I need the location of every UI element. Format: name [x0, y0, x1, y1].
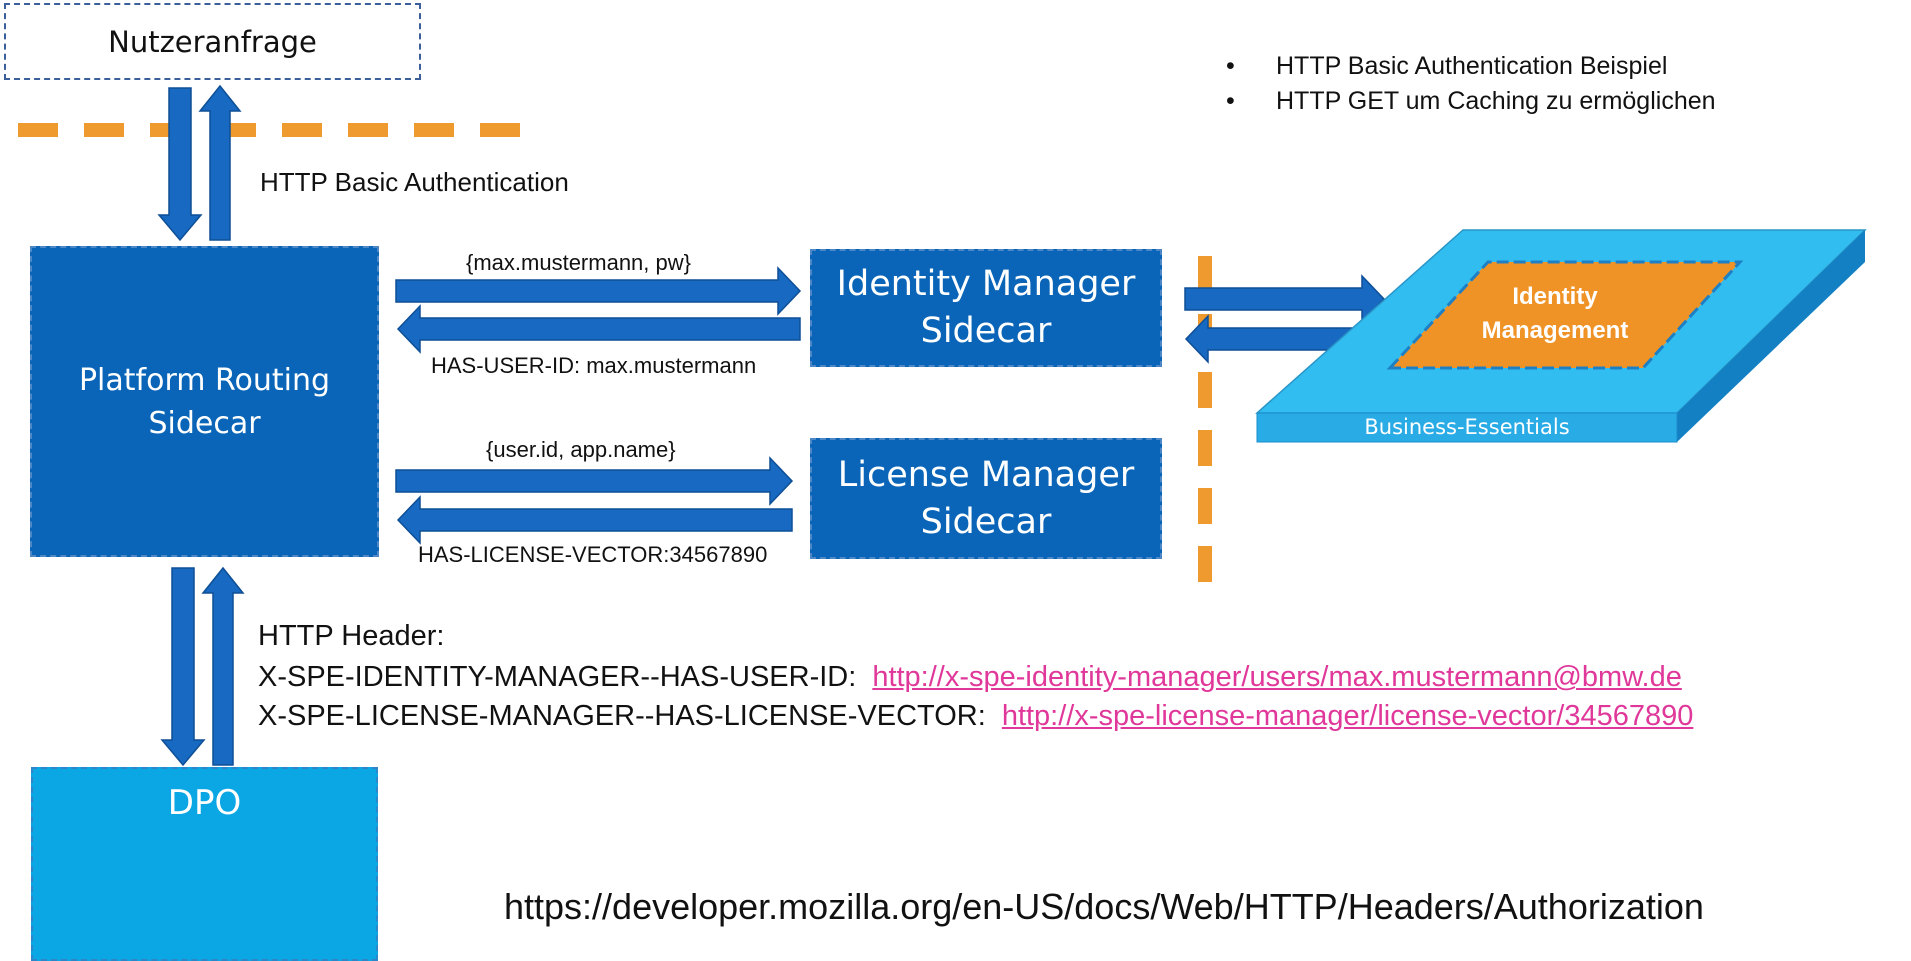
arrow-down-user-to-platform [157, 87, 203, 242]
arrow-left-identity-to-platform [396, 304, 801, 354]
platform-routing-label-2: Sidecar [148, 405, 261, 441]
license-manager-box: License Manager Sidecar [810, 438, 1162, 559]
license-manager-label-2: Sidecar [920, 501, 1052, 542]
user-request-box: Nutzeranfrage [4, 3, 421, 80]
arrow-right-identity-to-iam [1184, 274, 1386, 324]
edge-label-license-vector: HAS-LICENSE-VECTOR:34567890 [418, 542, 768, 567]
header-license-name: X-SPE-LICENSE-MANAGER--HAS-LICENSE-VECTO… [258, 700, 986, 732]
arrow-right-platform-to-identity [395, 266, 802, 316]
notes-list: •HTTP Basic Authentication Beispiel •HTT… [1226, 49, 1716, 119]
identity-manager-box: Identity Manager Sidecar [810, 249, 1162, 367]
header-identity-row: X-SPE-IDENTITY-MANAGER--HAS-USER-ID: http… [258, 661, 1682, 694]
header-identity-name: X-SPE-IDENTITY-MANAGER--HAS-USER-ID: [258, 661, 857, 693]
http-header-title: HTTP Header: [258, 620, 445, 652]
header-identity-link[interactable]: http://x-spe-identity-manager/users/max.… [872, 661, 1682, 693]
identity-management-line-2: Management [1481, 317, 1629, 344]
user-request-label: Nutzeranfrage [108, 24, 317, 59]
identity-management-line-1: Identity [1512, 283, 1598, 310]
arrow-right-platform-to-license [395, 456, 794, 506]
edge-label-basic-auth: HTTP Basic Authentication [260, 167, 569, 197]
license-manager-label-1: License Manager [837, 454, 1135, 495]
platform-routing-label-1: Platform Routing [78, 362, 331, 398]
identity-manager-label-1: Identity Manager [836, 264, 1136, 304]
business-essentials-label: Business-Essentials [1364, 415, 1570, 439]
dpo-box: DPO [31, 767, 378, 961]
arrow-left-license-to-platform [396, 495, 793, 545]
arrow-up-platform-to-user [198, 84, 242, 241]
reference-url[interactable]: https://developer.mozilla.org/en-US/docs… [504, 886, 1704, 927]
arrow-up-dpo-to-platform [201, 566, 245, 766]
edge-label-user-id: HAS-USER-ID: max.mustermann [431, 353, 757, 378]
platform-routing-box: Platform Routing Sidecar [30, 246, 379, 557]
dpo-label: DPO [167, 783, 242, 823]
platform-slab-side [1677, 230, 1865, 442]
note-item: •HTTP Basic Authentication Beispiel [1226, 52, 1668, 80]
edge-label-user-app: {user.id, app.name} [486, 437, 676, 462]
identity-manager-label-2: Sidecar [920, 311, 1052, 351]
identity-management-label: Identity Management [1460, 280, 1650, 348]
arrow-down-platform-to-dpo [160, 567, 206, 767]
platform-slab-front [1256, 412, 1678, 443]
edge-label-credentials: {max.mustermann, pw} [466, 250, 691, 275]
identity-management-shape [1386, 260, 1744, 370]
header-license-link[interactable]: http://x-spe-license-manager/license-vec… [1001, 700, 1694, 732]
note-item: •HTTP GET um Caching zu ermöglichen [1226, 87, 1716, 115]
header-license-row: X-SPE-LICENSE-MANAGER--HAS-LICENSE-VECTO… [258, 700, 1693, 733]
